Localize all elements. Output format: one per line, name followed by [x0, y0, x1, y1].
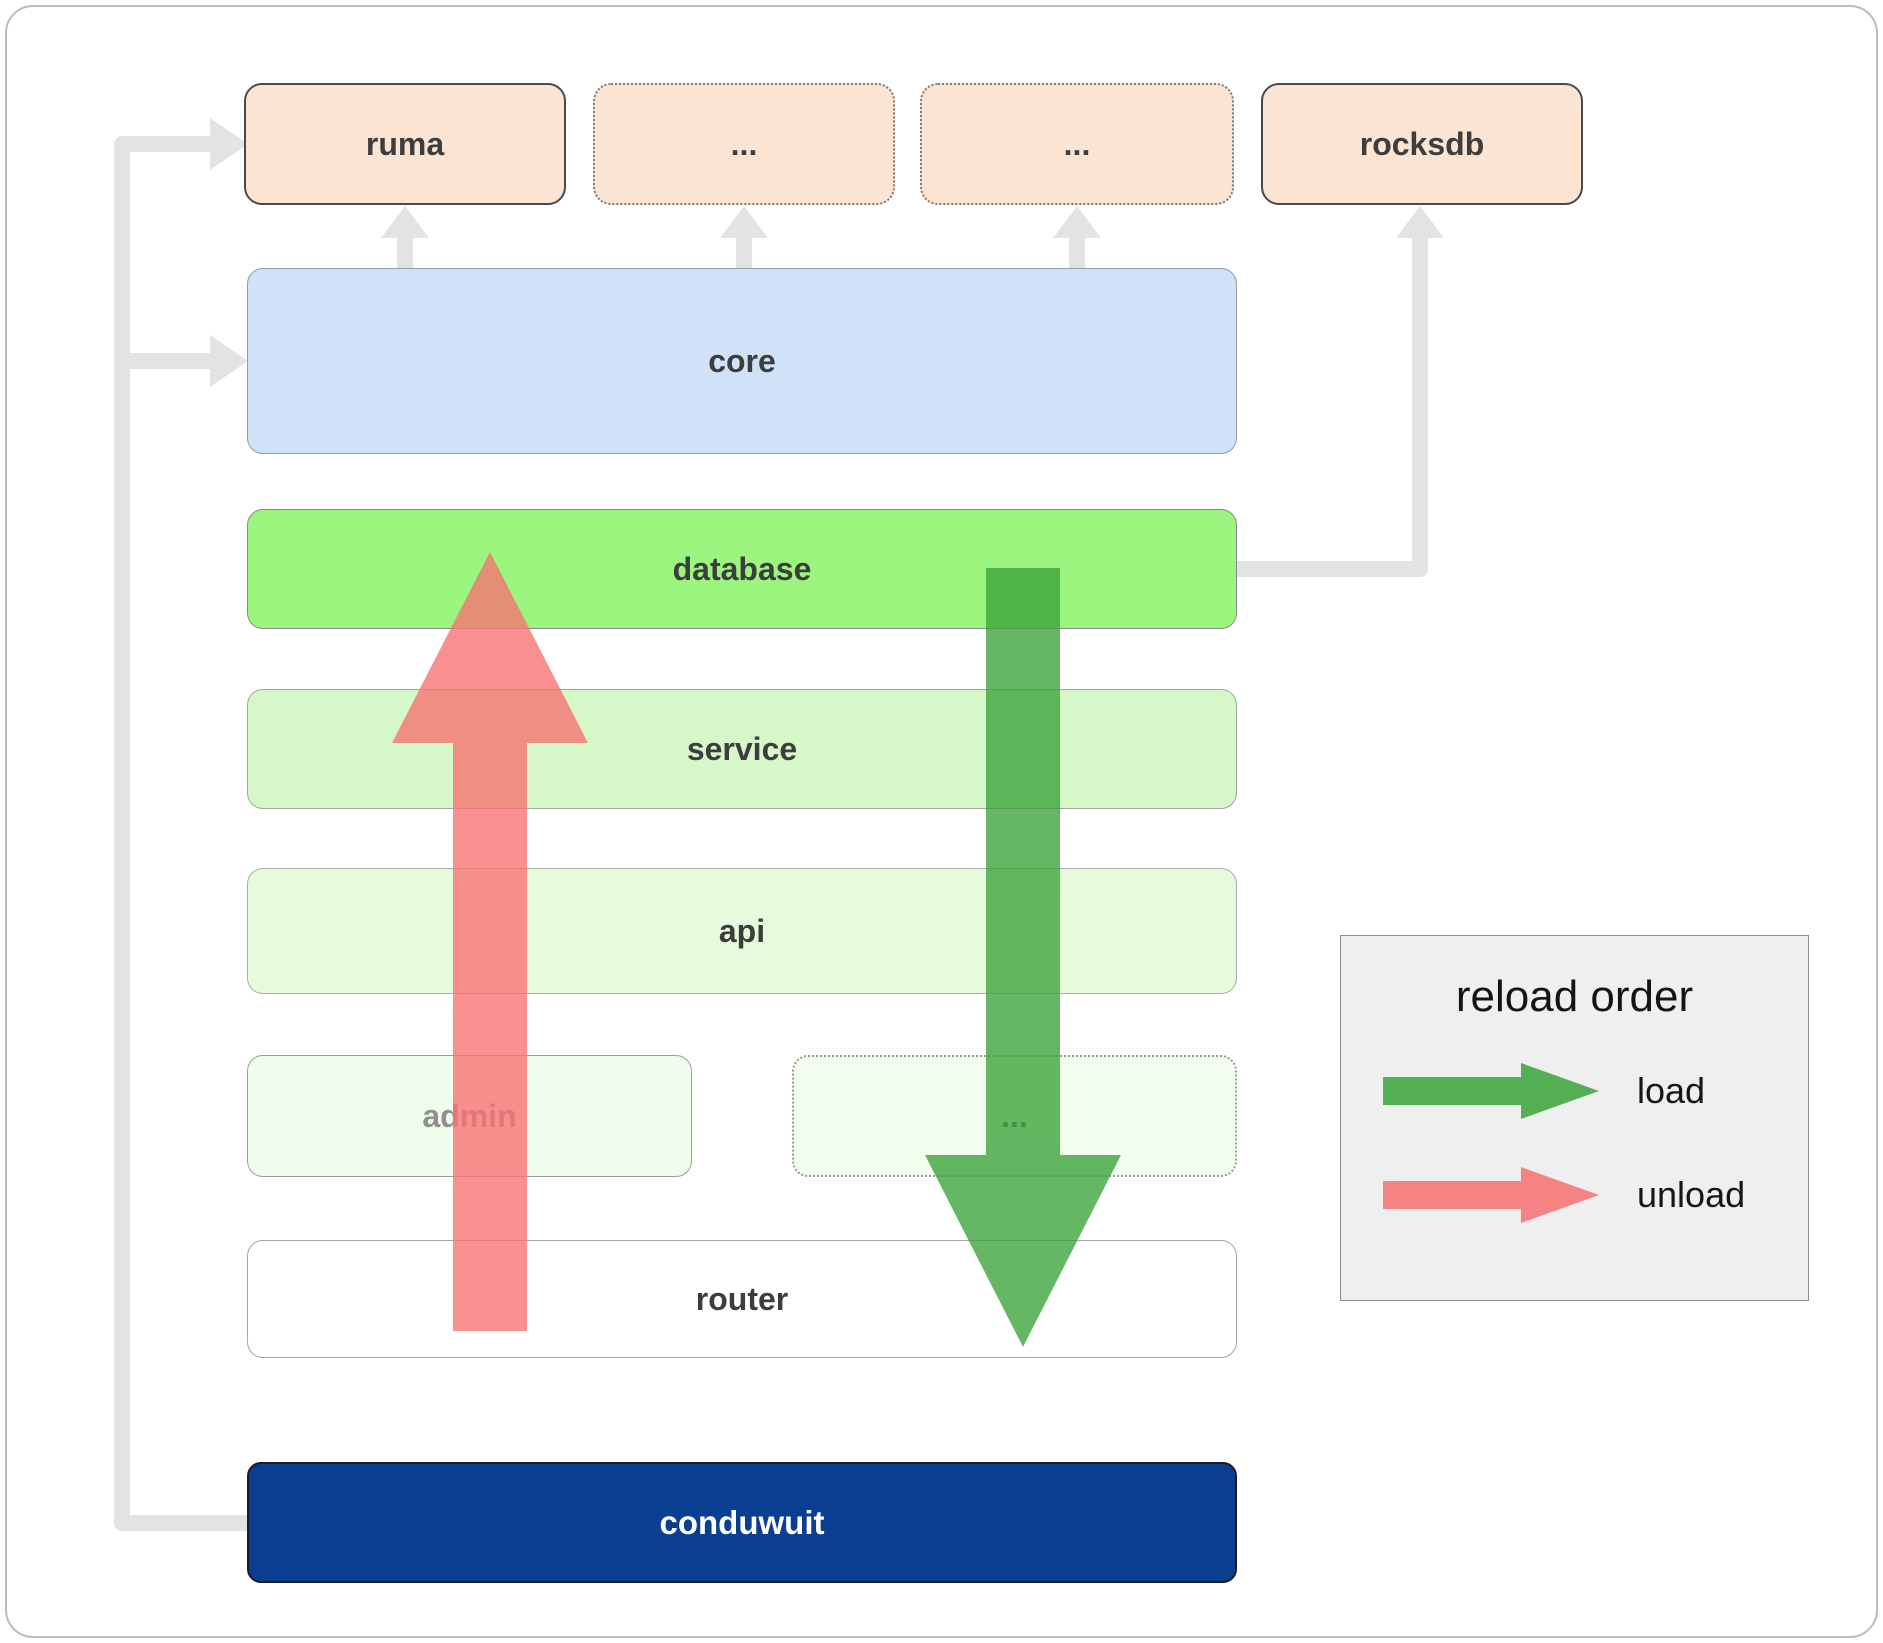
- node-dependency-b-label: ...: [1063, 125, 1091, 162]
- node-router: router: [247, 1240, 1237, 1358]
- node-conduwuit-label: conduwuit: [659, 1503, 825, 1541]
- node-core: core: [247, 268, 1237, 454]
- node-service: service: [247, 689, 1237, 809]
- edge-conduwuit-ruma-arrowhead-icon: [210, 118, 248, 170]
- node-ruma: ruma: [244, 83, 566, 205]
- node-rocksdb-label: rocksdb: [1359, 125, 1485, 162]
- edge-core-dep-b-arrowhead-icon: [1053, 206, 1101, 238]
- node-api: api: [247, 868, 1237, 994]
- edge-conduwuit-ruma: [114, 136, 247, 1531]
- legend: reload order load unload: [1340, 935, 1809, 1301]
- node-database-label: database: [672, 550, 812, 587]
- node-service-more-label: ...: [1001, 1097, 1028, 1134]
- node-dependency-b: ...: [920, 83, 1234, 205]
- edge-core-ruma-arrowhead-icon: [381, 206, 429, 238]
- legend-load-label: load: [1637, 1070, 1706, 1111]
- node-conduwuit: conduwuit: [247, 1462, 1237, 1583]
- load-arrow-icon: [1383, 1063, 1599, 1119]
- node-admin: admin: [247, 1055, 692, 1177]
- node-router-label: router: [695, 1280, 789, 1317]
- edge-core-dep-a-arrowhead-icon: [720, 206, 768, 238]
- node-database: database: [247, 509, 1237, 629]
- node-dependency-a-label: ...: [730, 125, 758, 162]
- node-ruma-label: ruma: [365, 125, 445, 162]
- edge-database-rocksdb-arrowhead-icon: [1396, 206, 1444, 238]
- node-service-label: service: [686, 730, 798, 767]
- node-admin-label: admin: [422, 1097, 517, 1134]
- legend-item-load: load: [1383, 1056, 1808, 1126]
- unload-arrow-icon: [1383, 1167, 1599, 1223]
- node-service-more: ...: [792, 1055, 1237, 1177]
- node-rocksdb: rocksdb: [1261, 83, 1583, 205]
- node-api-label: api: [718, 912, 766, 949]
- edge-conduwuit-core-arrowhead-icon: [210, 335, 248, 387]
- legend-unload-label: unload: [1637, 1174, 1746, 1215]
- legend-item-unload: unload: [1383, 1160, 1808, 1230]
- node-core-label: core: [708, 342, 776, 379]
- legend-title: reload order: [1455, 972, 1694, 1021]
- edge-database-rocksdb: [1237, 236, 1428, 577]
- node-dependency-a: ...: [593, 83, 895, 205]
